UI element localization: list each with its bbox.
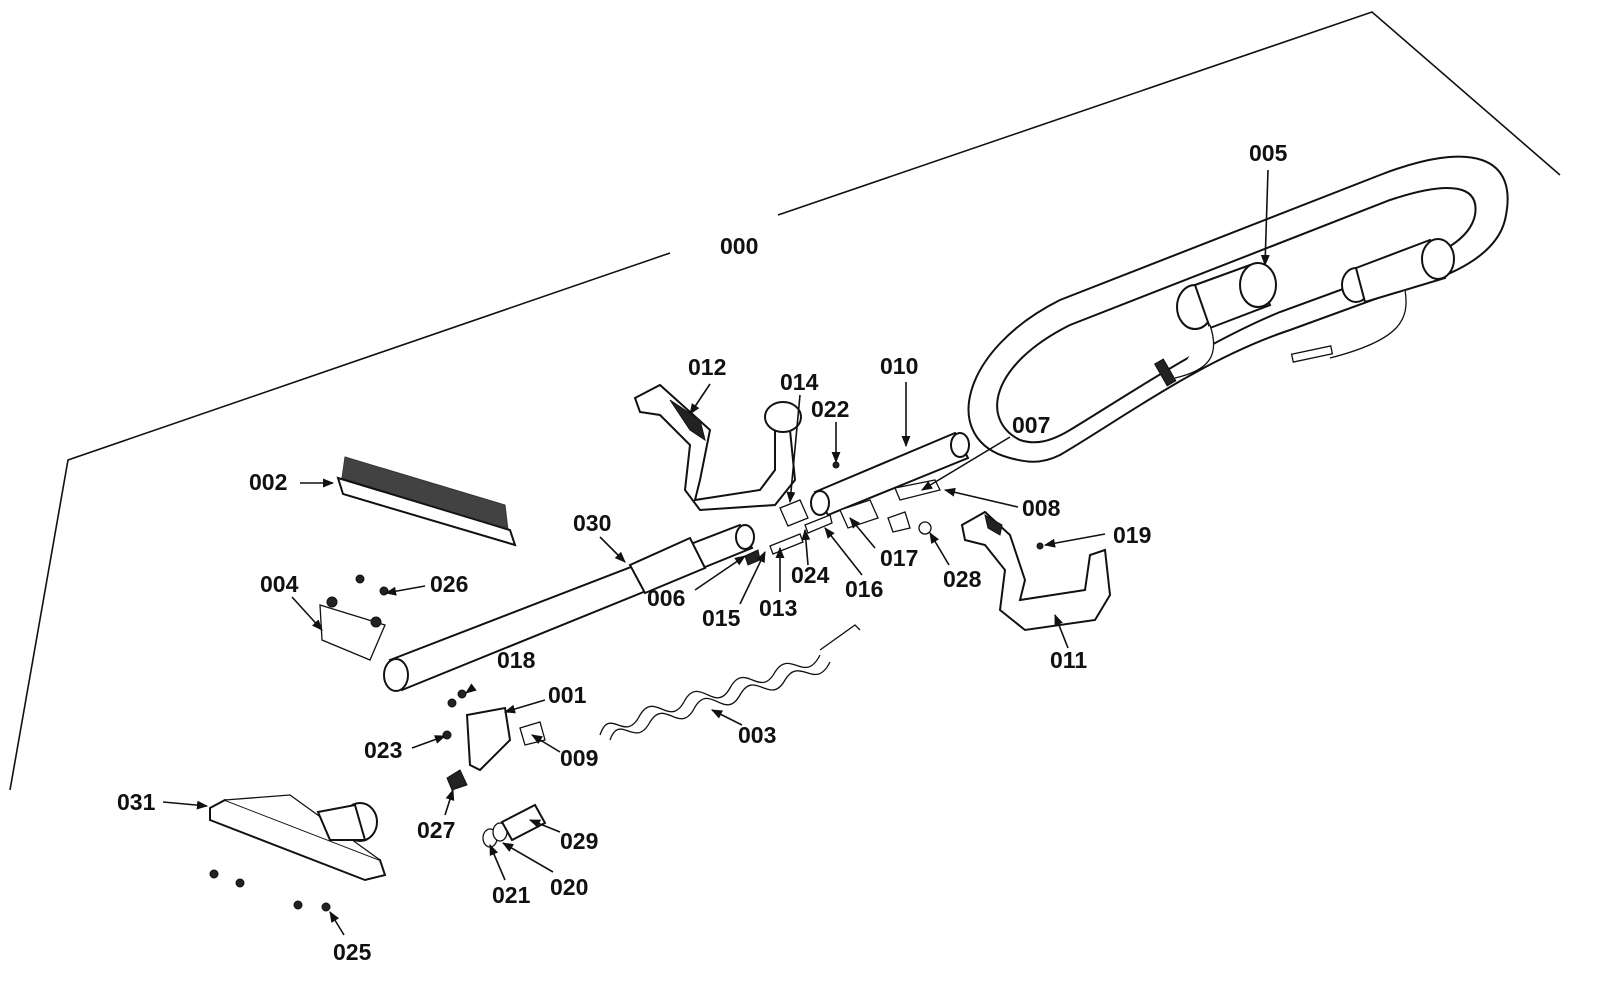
label-010: 010 bbox=[880, 353, 918, 379]
label-015: 015 bbox=[702, 605, 741, 631]
hose-cuff-left bbox=[1176, 262, 1277, 330]
label-007: 007 bbox=[1012, 412, 1050, 438]
label-018: 018 bbox=[497, 647, 536, 673]
label-017: 017 bbox=[880, 545, 918, 571]
label-023: 023 bbox=[364, 737, 402, 763]
label-029: 029 bbox=[560, 828, 598, 854]
label-012: 012 bbox=[688, 354, 726, 380]
hose-assembly bbox=[967, 155, 1509, 463]
label-004: 004 bbox=[260, 571, 299, 597]
label-024: 024 bbox=[791, 562, 830, 588]
wand-tube bbox=[383, 523, 755, 692]
label-003: 003 bbox=[738, 722, 776, 748]
label-016: 016 bbox=[845, 576, 883, 602]
short-tube bbox=[810, 431, 970, 517]
label-005: 005 bbox=[1249, 140, 1288, 166]
spring-coil bbox=[599, 624, 861, 741]
clip-bracket bbox=[319, 596, 386, 661]
part-labels: 000 001 002 003 004 005 006 007 008 009 … bbox=[117, 140, 1288, 965]
label-019: 019 bbox=[1113, 522, 1151, 548]
label-026: 026 bbox=[430, 571, 468, 597]
label-030: 030 bbox=[573, 510, 611, 536]
upper-bracket bbox=[633, 383, 802, 512]
label-009: 009 bbox=[560, 745, 598, 771]
small-parts bbox=[355, 461, 1044, 848]
label-008: 008 bbox=[1022, 495, 1061, 521]
hose-cuff-right bbox=[1341, 238, 1455, 304]
lower-bracket bbox=[960, 510, 1112, 632]
brush-strip bbox=[336, 456, 517, 547]
floor-nozzle bbox=[209, 794, 387, 912]
label-002: 002 bbox=[249, 469, 287, 495]
label-028: 028 bbox=[943, 566, 982, 592]
label-021: 021 bbox=[492, 882, 531, 908]
label-031: 031 bbox=[117, 789, 156, 815]
label-006: 006 bbox=[647, 585, 685, 611]
kit-label-000: 000 bbox=[720, 233, 758, 259]
label-027: 027 bbox=[417, 817, 455, 843]
label-022: 022 bbox=[811, 396, 849, 422]
label-020: 020 bbox=[550, 874, 588, 900]
label-001: 001 bbox=[548, 682, 587, 708]
kit-boundary bbox=[9, 11, 1561, 791]
label-014: 014 bbox=[780, 369, 819, 395]
label-013: 013 bbox=[759, 595, 797, 621]
label-011: 011 bbox=[1050, 647, 1087, 673]
label-025: 025 bbox=[333, 939, 372, 965]
leader-arrows bbox=[162, 169, 1270, 936]
